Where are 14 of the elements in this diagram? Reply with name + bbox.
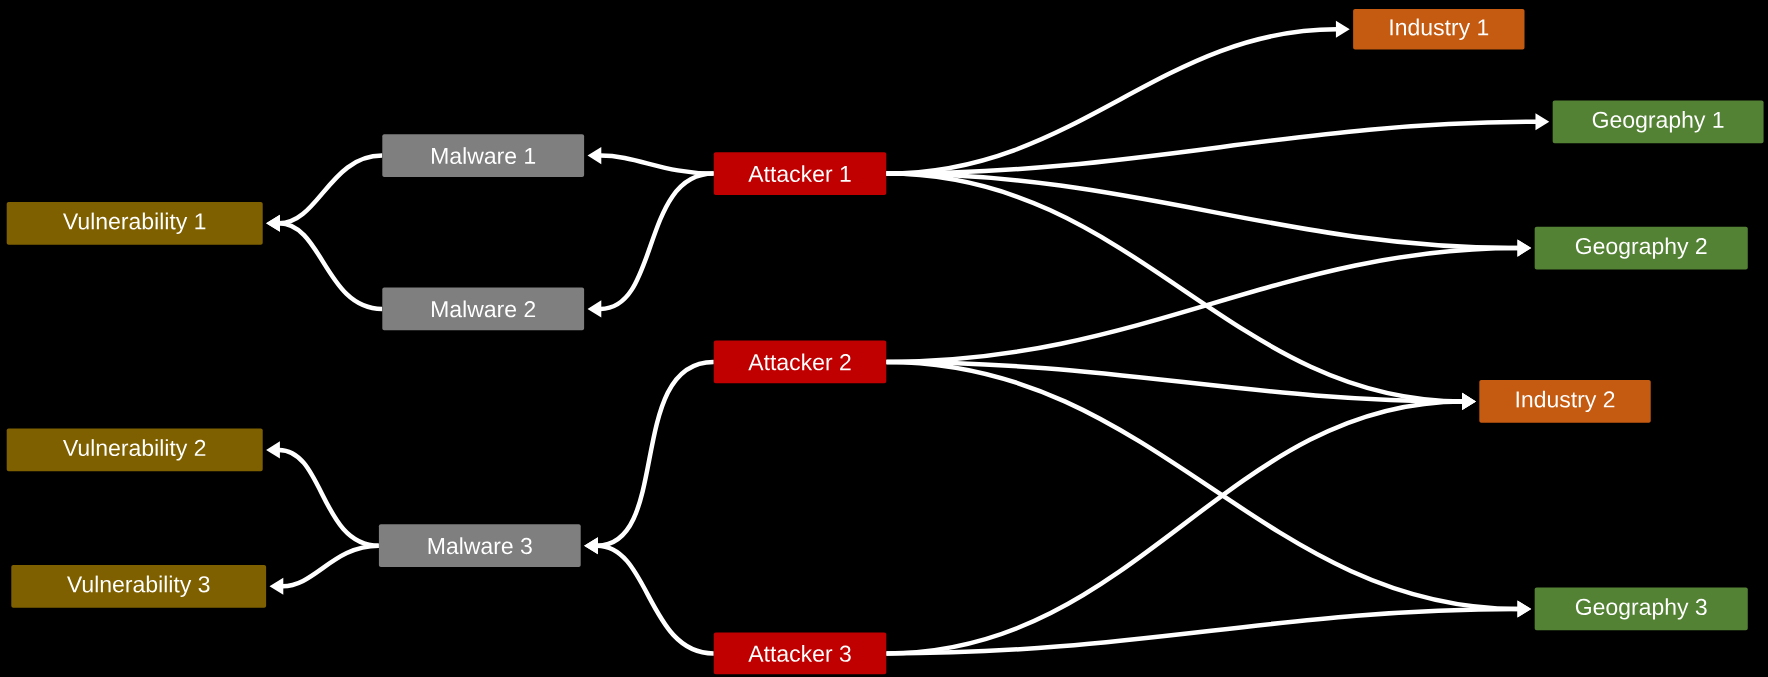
attacker-box: Attacker 1 [713, 152, 887, 195]
industry-box: Industry 2 [1479, 380, 1651, 423]
vulnerability-box: Vulnerability 2 [6, 428, 263, 472]
attacker-box: Attacker 3 [713, 632, 887, 675]
attacker-box: Attacker 2 [713, 340, 887, 384]
geography-box: Geography 2 [1534, 226, 1748, 270]
vulnerability-box: Vulnerability 3 [11, 564, 267, 608]
malware-box: Malware 2 [382, 287, 585, 331]
geography-box: Geography 1 [1552, 100, 1764, 144]
malware-box: Malware 1 [382, 134, 585, 177]
malware-box: Malware 3 [378, 524, 581, 568]
vulnerability-box: Vulnerability 1 [6, 201, 263, 245]
industry-box: Industry 1 [1353, 9, 1525, 50]
geography-box: Geography 3 [1534, 587, 1748, 631]
